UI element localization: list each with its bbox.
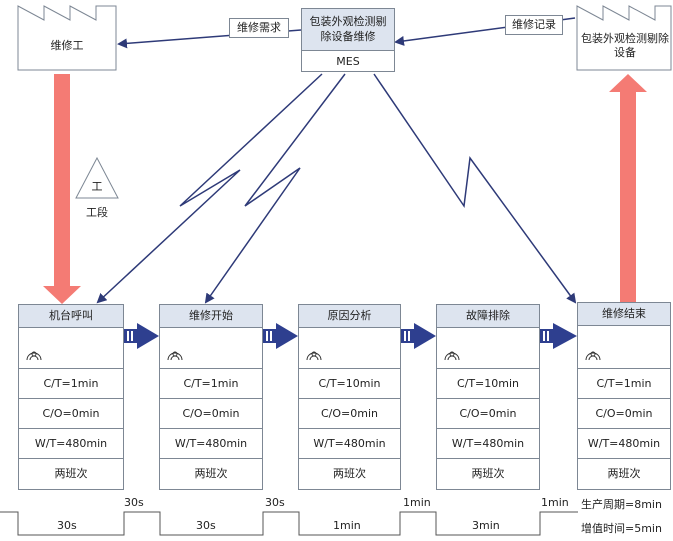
process-ct: C/T=10min <box>299 368 400 398</box>
process-shift: 两班次 <box>19 458 123 488</box>
request-flow-label: 维修需求 <box>229 18 289 38</box>
signal-line-1 <box>96 73 323 304</box>
operator-icon <box>166 346 184 362</box>
process-name: 维修结束 <box>578 303 670 326</box>
push-arrow-4 <box>540 323 577 349</box>
push-arrow-2 <box>263 323 298 349</box>
process-wt: W/T=480min <box>19 428 123 458</box>
supplier-factory-icon <box>17 5 117 71</box>
customer-factory-icon <box>576 5 672 71</box>
pull-arrow-down <box>43 74 81 304</box>
control-system: MES <box>336 55 360 68</box>
process-co: C/O=0min <box>578 398 670 428</box>
timeline-wait-3: 1min <box>403 496 431 509</box>
process-ct: C/T=1min <box>160 368 262 398</box>
process-shift: 两班次 <box>299 458 400 488</box>
inventory-label: 工段 <box>86 206 108 219</box>
process-box-3: 原因分析 C/T=10min C/O=0min W/T=480min 两班次 <box>298 304 401 490</box>
timeline-wait-2: 30s <box>265 496 285 509</box>
customer-label: 包装外观检测剔除设备 <box>581 32 669 59</box>
signal-line-2 <box>204 73 346 304</box>
process-wt: W/T=480min <box>160 428 262 458</box>
pull-arrow-up <box>609 74 647 302</box>
timeline-wait-4: 1min <box>541 496 569 509</box>
process-name: 原因分析 <box>299 305 400 328</box>
process-box-2: 维修开始 C/T=1min C/O=0min W/T=480min 两班次 <box>159 304 263 490</box>
timeline-value-3: 1min <box>333 519 361 532</box>
operator-icon <box>443 346 461 362</box>
timeline-value-2: 30s <box>196 519 216 532</box>
process-shift: 两班次 <box>578 458 670 488</box>
process-wt: W/T=480min <box>437 428 539 458</box>
lead-time-summary: 生产周期=8min <box>581 498 662 511</box>
process-name: 故障排除 <box>437 305 539 328</box>
control-title: 包装外观检测剔除设备维修 <box>302 9 394 51</box>
timeline-ladder <box>0 511 578 536</box>
record-flow-label: 维修记录 <box>505 15 563 35</box>
push-arrow-1 <box>124 323 159 349</box>
inventory-triangle-icon <box>75 156 119 199</box>
process-ct: C/T=1min <box>19 368 123 398</box>
process-box-5: 维修结束 C/T=1min C/O=0min W/T=480min 两班次 <box>577 302 671 490</box>
process-co: C/O=0min <box>299 398 400 428</box>
signal-line-3 <box>373 73 577 304</box>
timeline-value-1: 30s <box>57 519 77 532</box>
process-shift: 两班次 <box>437 458 539 488</box>
operator-icon <box>305 346 323 362</box>
push-arrows <box>124 323 577 349</box>
supplier-label: 维修工 <box>50 39 84 52</box>
value-time-summary: 增值时间=5min <box>581 522 662 535</box>
process-name: 维修开始 <box>160 305 262 328</box>
process-ct: C/T=1min <box>578 368 670 398</box>
process-box-4: 故障排除 C/T=10min C/O=0min W/T=480min 两班次 <box>436 304 540 490</box>
push-arrow-3 <box>401 323 436 349</box>
timeline-value-4: 3min <box>472 519 500 532</box>
process-box-1: 机台呼叫 C/T=1min C/O=0min W/T=480min 两班次 <box>18 304 124 490</box>
process-shift: 两班次 <box>160 458 262 488</box>
push-arrow-stripes <box>127 331 549 341</box>
process-wt: W/T=480min <box>578 428 670 458</box>
operator-icon <box>25 346 43 362</box>
inventory-symbol: 工 <box>91 180 103 193</box>
process-wt: W/T=480min <box>299 428 400 458</box>
operator-icon <box>584 346 602 362</box>
control-box: 包装外观检测剔除设备维修 MES <box>301 8 395 72</box>
process-co: C/O=0min <box>19 398 123 428</box>
process-name: 机台呼叫 <box>19 305 123 328</box>
process-co: C/O=0min <box>160 398 262 428</box>
timeline-wait-1: 30s <box>124 496 144 509</box>
process-ct: C/T=10min <box>437 368 539 398</box>
process-co: C/O=0min <box>437 398 539 428</box>
